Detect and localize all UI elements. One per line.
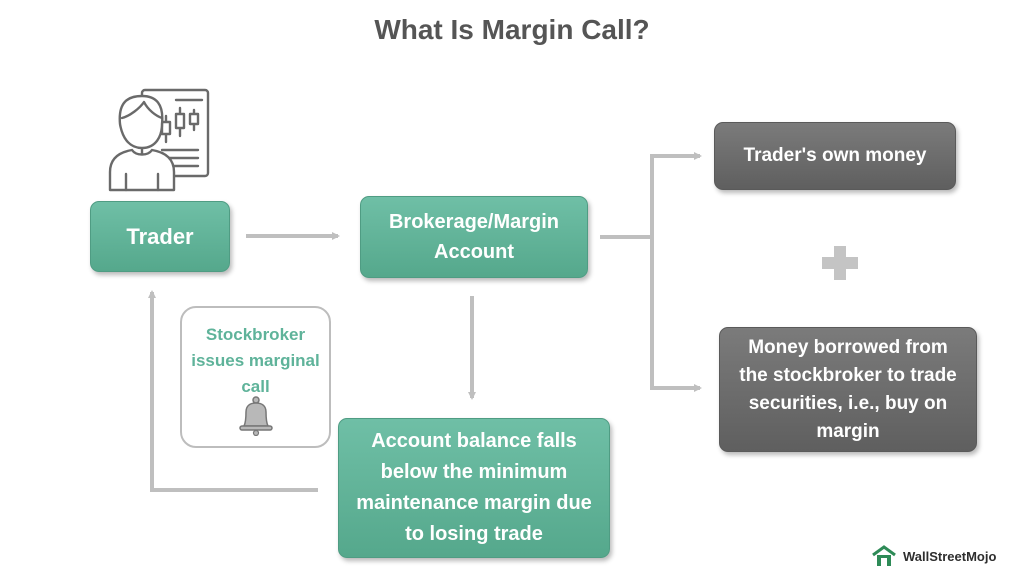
brokerage-account-label: Brokerage/Margin Account <box>388 211 560 263</box>
balance-falls-node: Account balance falls below the minimum … <box>338 418 610 558</box>
page-title: What Is Margin Call? <box>374 14 650 45</box>
own-money-label: Trader's own money <box>743 145 927 166</box>
plus-icon <box>822 246 858 280</box>
bell-icon <box>239 396 273 436</box>
trader-chart-icon <box>108 88 210 192</box>
trader-node: Trader <box>90 201 230 272</box>
balance-falls-label: Account balance falls below the minimum … <box>356 430 592 545</box>
borrowed-money-node: Money borrowed from the stockbroker to t… <box>719 327 977 452</box>
own-money-node: Trader's own money <box>714 122 956 190</box>
margin-call-notice-text: Stockbroker issues marginal call <box>191 325 320 396</box>
borrowed-money-label: Money borrowed from the stockbroker to t… <box>739 336 957 442</box>
arrow-balance-back-to-trader <box>148 290 318 492</box>
trader-node-label: Trader <box>126 223 194 249</box>
margin-call-notice: Stockbroker issues marginal call <box>180 306 331 448</box>
brokerage-account-node: Brokerage/Margin Account <box>360 196 588 278</box>
brand-logo: WallStreetMojo <box>870 543 996 569</box>
brand-name: WallStreetMojo <box>903 548 997 564</box>
wallstreetmojo-logo-icon <box>872 545 896 566</box>
